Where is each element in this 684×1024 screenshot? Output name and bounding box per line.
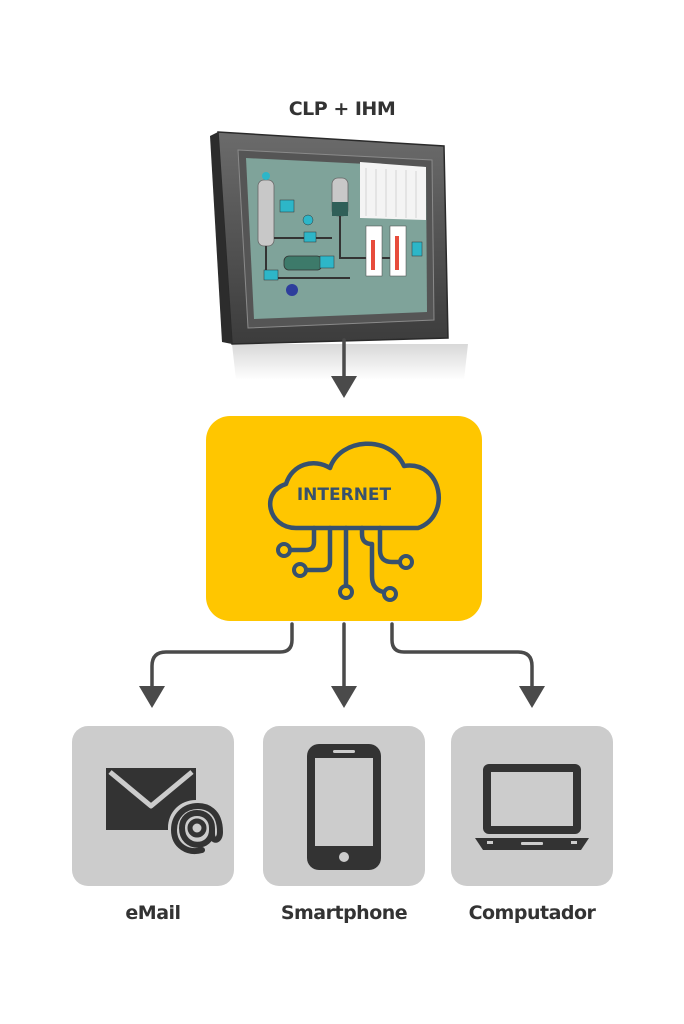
internet-hub: INTERNET xyxy=(206,416,482,621)
diagram-title: CLP + IHM xyxy=(288,98,396,120)
device-label-smartphone: Smartphone xyxy=(280,902,408,924)
device-email xyxy=(72,726,234,886)
device-label-computer: Computador xyxy=(468,902,596,924)
device-computer xyxy=(451,726,613,886)
arrow-head-computer xyxy=(519,686,545,708)
arrow-head-smartphone xyxy=(331,686,357,708)
arrow-head-email xyxy=(139,686,165,708)
device-label-email: eMail xyxy=(125,902,181,924)
device-smartphone xyxy=(263,726,425,886)
smartphone-icon xyxy=(307,744,381,870)
email-at-icon xyxy=(106,768,224,854)
internet-label: INTERNET xyxy=(296,485,392,505)
arrow-head-hmi xyxy=(331,376,357,398)
cloud-network-icon xyxy=(267,441,441,602)
laptop-icon xyxy=(475,764,589,850)
hmi-panel-icon xyxy=(210,131,468,380)
